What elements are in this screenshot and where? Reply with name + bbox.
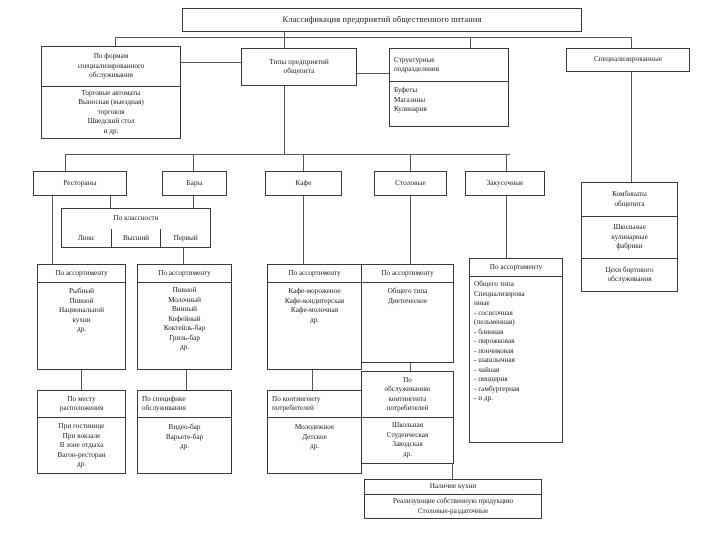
forms-of-service-box: По формам специализированного обслуживан… [41, 46, 181, 139]
connector-forms-to-types [178, 62, 241, 63]
class-level-header: По классности [113, 214, 159, 223]
specialized-onboard-shops: Цехи бортового обслуживания [582, 258, 677, 291]
restaurants-location-header: По месту расположения [59, 394, 104, 413]
diagram-title: Классификация предприятий общественного … [182, 8, 582, 32]
assortment-snackbars-header: По ассортименту [489, 262, 543, 271]
connector-bus-bars [193, 154, 194, 171]
connector-types-to-units [357, 73, 389, 74]
assortment-restaurants-box: По ассортименту Рыбный Пивной Национальн… [37, 264, 126, 370]
specialized-box: Специализированные [566, 48, 690, 72]
assortment-restaurants-header: По ассортименту [55, 268, 108, 277]
structural-units-items: Буфеты Магазины Кулинария [390, 81, 508, 126]
diagram-title-text: Классификация предприятий общественного … [282, 15, 482, 25]
specialized-school-factories: Школьные кулинарные фабрики [582, 216, 677, 258]
class-level-box: По классности Люкс Высший Первый [61, 208, 211, 248]
structural-units-header: Структурные подразделения [394, 55, 440, 74]
cafes-audience-box: По контингенту потребителей Молодежное Д… [267, 390, 362, 474]
restaurants-location-box: По месту расположения При гостинице При … [37, 390, 126, 474]
connector-bus-cafes [303, 154, 304, 171]
restaurants-location-items: При гостинице При вокзале В зоне отдыха … [38, 417, 125, 473]
specialized-column-box: Комбинаты общепита Школьные кулинарные ф… [581, 182, 678, 292]
kitchen-presence-header: Наличие кухни [429, 482, 477, 491]
kitchen-presence-items: Реализующие собственную продукцию Столов… [365, 494, 541, 518]
cafes-audience-header: По контингенту потребителей [272, 394, 321, 413]
type-box-snackbars: Закусочные [465, 171, 545, 196]
class-luxe: Люкс [77, 234, 95, 242]
connector-top-bus [115, 37, 631, 38]
connector-snackbars-down [506, 196, 507, 258]
connector-canteens-down [410, 196, 411, 264]
class-higher: Высший [110, 229, 161, 247]
assortment-restaurants-items: Рыбный Пивной Национальной кухни др. [38, 282, 125, 369]
canteens-audience-box: По обслуживанию контингента потребителей… [361, 371, 454, 464]
connector-canteens-to-kitchen [452, 464, 453, 479]
connector-bus-to-units [470, 37, 471, 50]
cafes-audience-items: Молодежное Детское др. [268, 417, 361, 473]
connector-restaurants-assort-to-location [81, 370, 82, 390]
assortment-canteens-box: По ассортименту Общего типа Диетическое [361, 264, 454, 363]
connector-bus-snackbars [506, 154, 507, 171]
assortment-canteens-header: По ассортименту [381, 268, 434, 277]
bars-service-box: По специфике обслуживания Видео-бар Варь… [137, 390, 232, 474]
connector-class-to-bars-assort [183, 248, 184, 264]
forms-of-service-header: По формам специализированного обслуживан… [77, 52, 145, 79]
connector-types-bus [65, 154, 510, 155]
class-level-values: Люкс Высший Первый [62, 229, 210, 247]
assortment-bars-items: Пивной Молочный Винный Кофейный Коктейль… [138, 282, 231, 369]
connector-bus-to-forms [115, 37, 116, 50]
connector-types-down [284, 86, 285, 154]
type-box-bars: Бары [162, 171, 227, 196]
type-box-cafes: Кафе [265, 171, 342, 196]
assortment-cafes-items: Кафе-мороженое Кафе-кондитерская Кафе-мо… [268, 282, 361, 369]
assortment-cafes-box: По ассортименту Кафе-мороженое Кафе-конд… [267, 264, 362, 370]
class-first: Первый [160, 229, 210, 247]
type-box-canteens: Столовые [374, 171, 447, 196]
connector-restaurants-to-class [110, 196, 111, 208]
connector-bus-canteens [410, 154, 411, 171]
connector-bars-to-class [193, 196, 194, 208]
specialized-combine: Комбинаты общепита [612, 190, 647, 208]
connector-restaurants-down [52, 196, 53, 264]
assortment-canteens-items: Общего типа Диетическое [362, 282, 453, 362]
assortment-snackbars-items: Общего типа Специализирова нные - сосисо… [470, 276, 562, 442]
canteens-audience-header: По обслуживанию контингента потребителей [384, 375, 431, 413]
connector-title-to-types [284, 32, 285, 50]
assortment-bars-box: По ассортименту Пивной Молочный Винный К… [137, 264, 232, 370]
forms-of-service-items: Торговые автоматы Выносная (выездная) то… [42, 85, 180, 139]
connector-canteens-assort-to-audience [410, 363, 411, 371]
bars-service-header: По специфике обслуживания [142, 394, 186, 413]
connector-bus-restaurants [65, 154, 66, 171]
assortment-snackbars-box: По ассортименту Общего типа Специализиро… [469, 258, 563, 443]
connector-bars-assort-to-service [186, 370, 187, 390]
connector-cafes-down [303, 196, 304, 264]
canteens-audience-items: Школьная Студенческая Заводская др. [362, 417, 453, 463]
kitchen-presence-box: Наличие кухни Реализующие собственную пр… [364, 479, 542, 519]
structural-units-box: Структурные подразделения Буфеты Магазин… [389, 48, 509, 127]
assortment-cafes-header: По ассортименту [288, 268, 341, 277]
assortment-bars-header: По ассортименту [158, 268, 211, 277]
connector-bus-to-specialized [631, 37, 632, 50]
bars-service-items: Видео-бар Варьете-бар др. [138, 417, 231, 473]
enterprise-types-box: Типы предприятий общепита [241, 48, 357, 86]
type-box-restaurants: Рестораны [33, 171, 127, 196]
connector-specialized-down [631, 72, 632, 182]
connector-cafes-assort-to-audience [312, 370, 313, 390]
